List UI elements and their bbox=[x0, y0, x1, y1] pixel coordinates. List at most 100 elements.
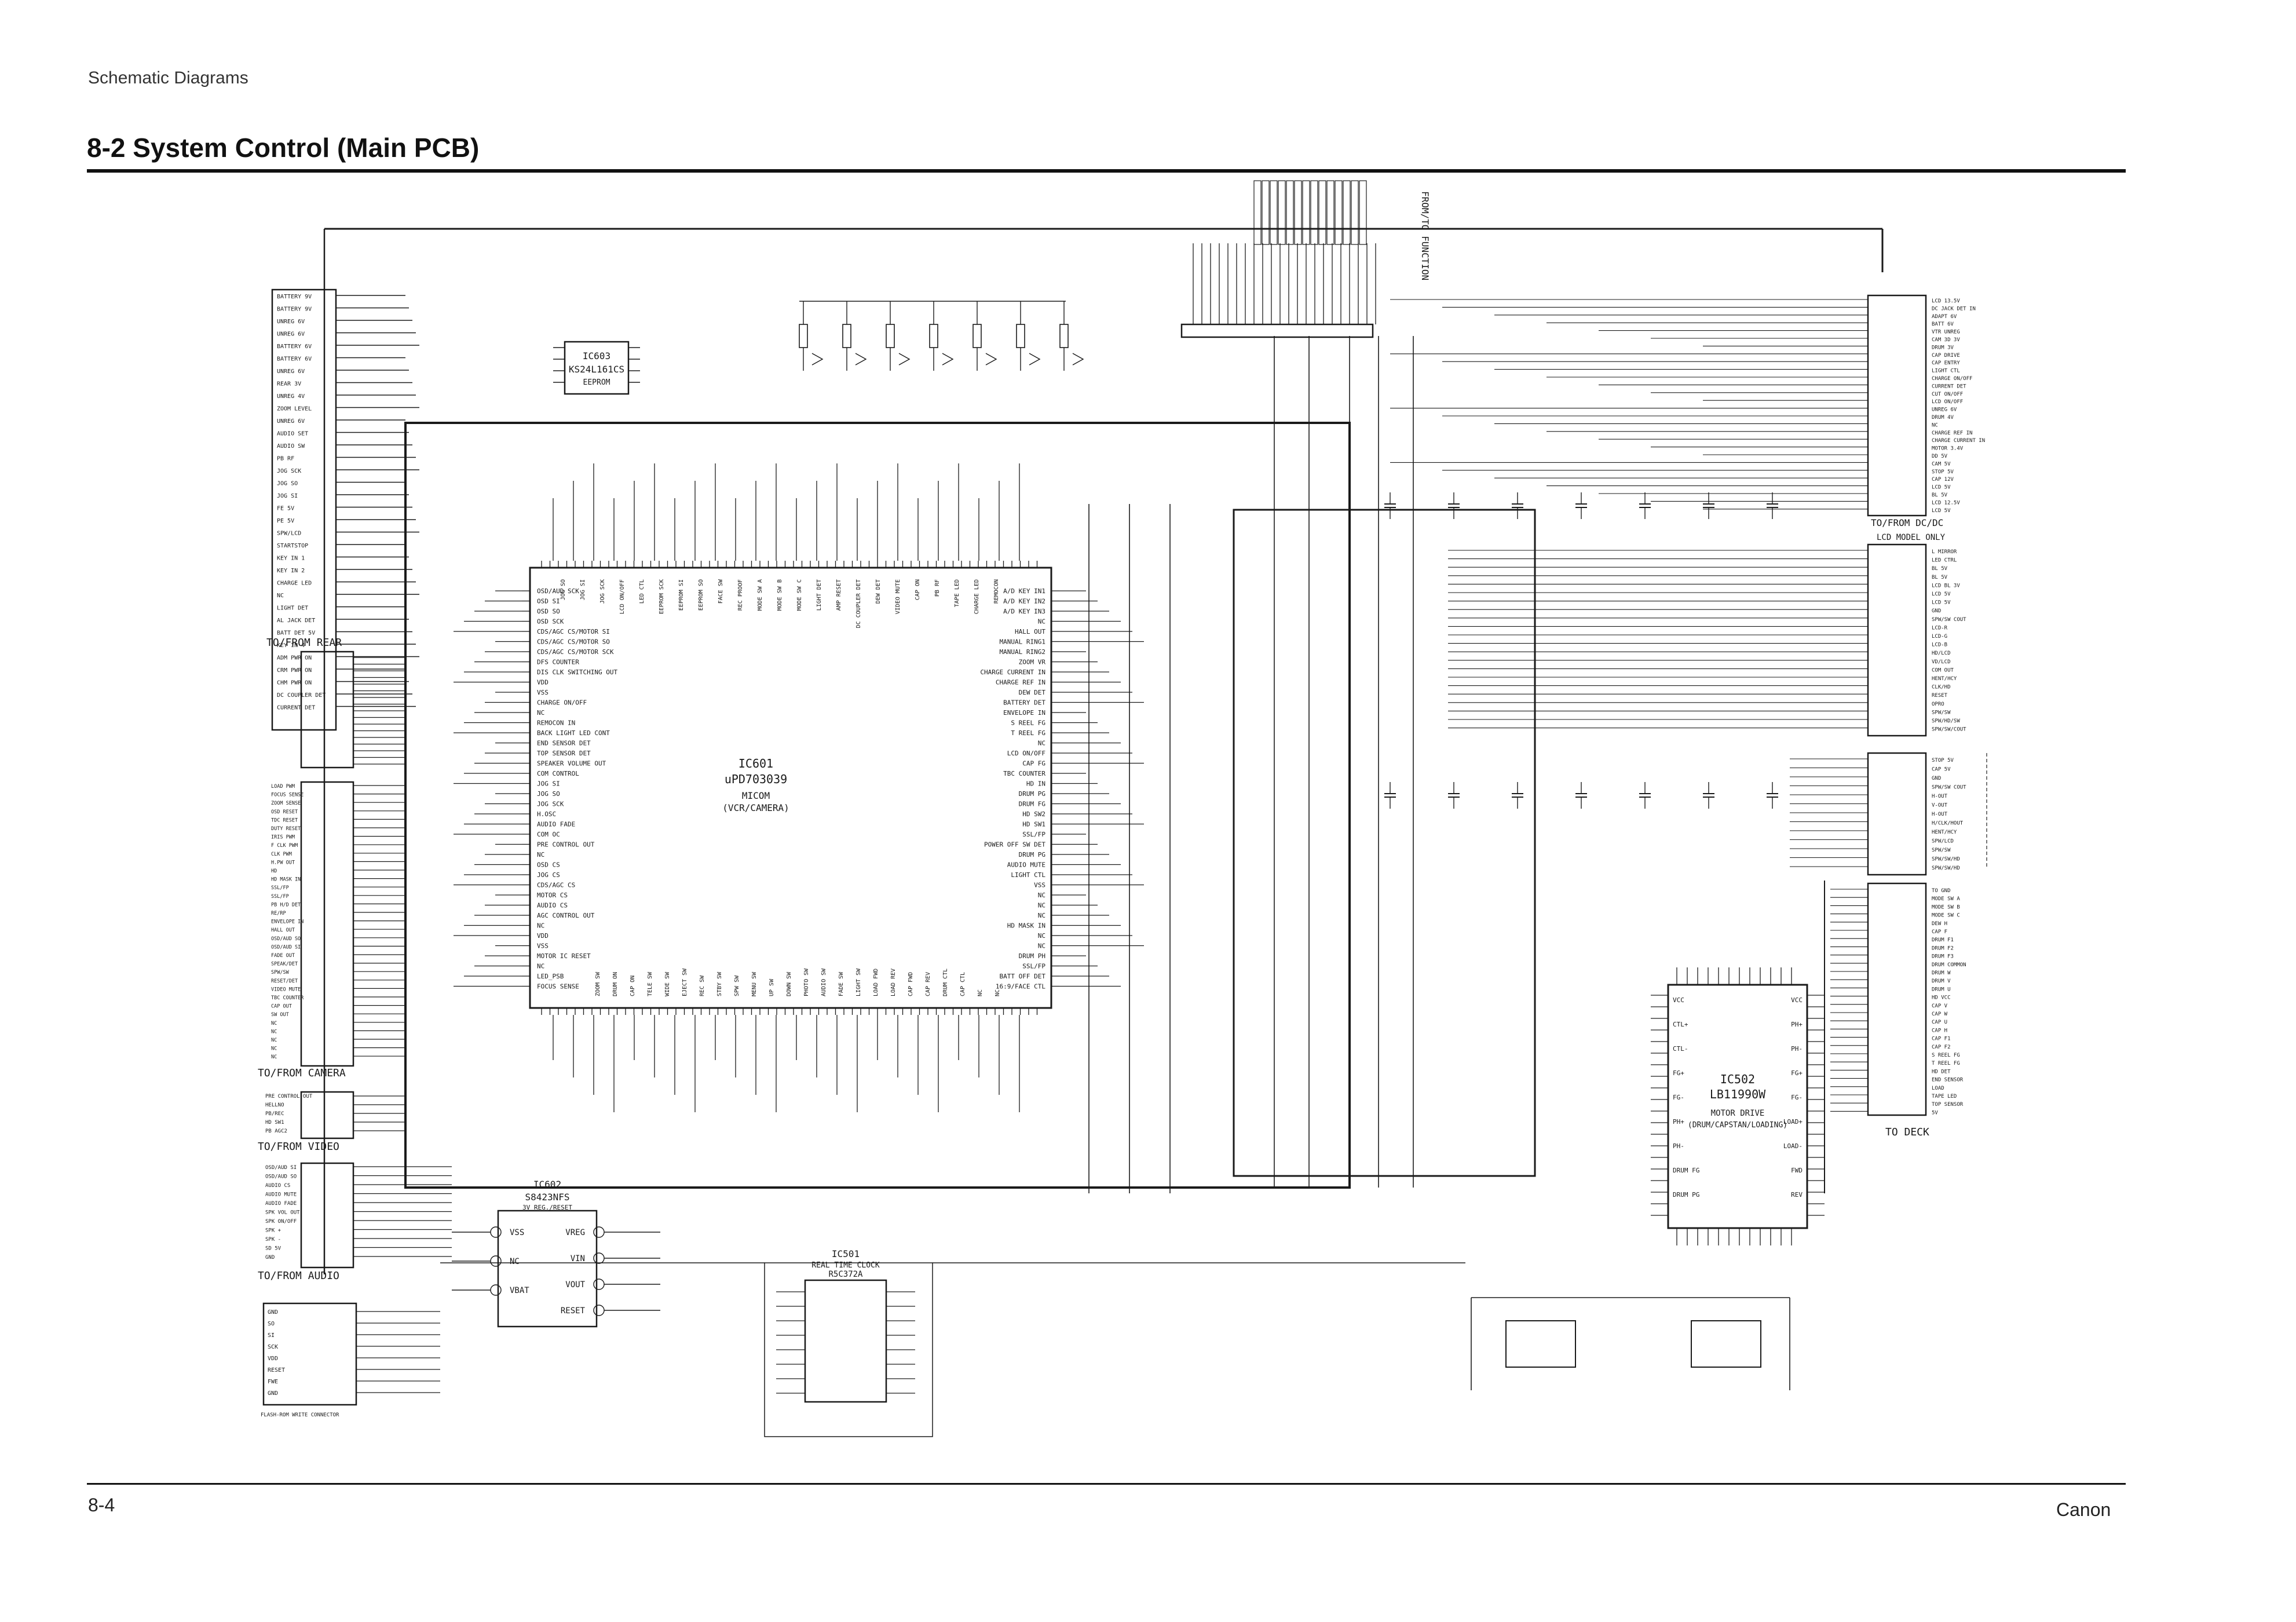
resistor bbox=[929, 324, 938, 348]
ic601-right-pin-name: DEW DET bbox=[1019, 689, 1046, 696]
ic502-right-pin-name: FWD bbox=[1791, 1167, 1803, 1174]
ic502-right-pin-name: PH- bbox=[1791, 1045, 1803, 1053]
ic601-top-pin-name: REC PROOF bbox=[737, 579, 744, 611]
ic601-top-pin-name: JOG SI bbox=[580, 579, 586, 600]
dcdc-signal: CHARGE ON/OFF bbox=[1932, 376, 1972, 382]
dcdc-signal: CUT ON/OFF bbox=[1932, 392, 1963, 397]
ic601-left-pin-name: H.OSC bbox=[537, 810, 556, 818]
function-connector-pin bbox=[1253, 180, 1262, 245]
ic501-role: REAL TIME CLOCK bbox=[811, 1261, 880, 1270]
rear-signal: ADM PWR ON bbox=[277, 655, 312, 662]
ic502-body bbox=[1667, 984, 1808, 1229]
ic601-right-pin-name: A/D KEY IN1 bbox=[1003, 587, 1045, 595]
ic602-pin-name: VSS bbox=[510, 1228, 524, 1237]
connector-rear-block bbox=[271, 288, 337, 731]
function-right-block bbox=[1867, 752, 1927, 876]
video-header-block bbox=[300, 1091, 354, 1139]
video-signal: PB AGC2 bbox=[265, 1128, 287, 1134]
dcdc-signal: LIGHT CTL bbox=[1932, 368, 1960, 374]
dcdc-signal: ADAPT 6V bbox=[1932, 314, 1957, 320]
camera-signal: VIDEO MUTE bbox=[271, 987, 301, 992]
rear-header-block bbox=[300, 651, 354, 769]
ic601-left-pin-name: OSD/AUD SCK bbox=[537, 587, 579, 595]
rear-signal: CRM PWR ON bbox=[277, 667, 312, 674]
dcdc-signal: STOP 5V bbox=[1932, 469, 1954, 475]
video-signal: HELLNO bbox=[265, 1102, 284, 1108]
transistor-symbol bbox=[898, 353, 911, 366]
ic601-left-pin-name: NC bbox=[537, 963, 544, 970]
rear-signal: JOG SI bbox=[277, 493, 298, 499]
camera-signal: IRIS PWM bbox=[271, 835, 295, 841]
ic602-ref: IC602 bbox=[533, 1179, 561, 1190]
ic601-left-pin-name: AUDIO FADE bbox=[537, 821, 575, 828]
rear-signal: REAR 3V bbox=[277, 381, 301, 388]
ic602-pin-name: VOUT bbox=[565, 1280, 585, 1289]
dcdc-signal: LCD 12.5V bbox=[1932, 500, 1960, 506]
audio-signal: SPK - bbox=[265, 1237, 281, 1243]
footer-rule bbox=[87, 1483, 2126, 1485]
ic601-right-pin-name: NC bbox=[1038, 902, 1045, 909]
camera-signal: CLK PWM bbox=[271, 852, 292, 857]
flash-signal: SI bbox=[268, 1332, 275, 1339]
ic601-right-pin-name: HD IN bbox=[1026, 780, 1045, 788]
ic601-top-pin-name: LIGHT DET bbox=[816, 579, 822, 611]
ic601-left-pin-name: NC bbox=[537, 709, 544, 717]
function-connector-pin bbox=[1302, 180, 1310, 245]
video-signal: PRE CONTROL OUT bbox=[265, 1094, 313, 1099]
ic601-right-pin-name: A/D KEY IN3 bbox=[1003, 608, 1045, 615]
function-connector-pin bbox=[1326, 180, 1335, 245]
dcdc-signal: LCD 5V bbox=[1932, 508, 1951, 514]
ic502-desc: (DRUM/CAPSTAN/LOADING) bbox=[1688, 1121, 1787, 1130]
dcdc-signal: BL 5V bbox=[1932, 492, 1948, 498]
camera-signal: OSD/AUD SO bbox=[271, 936, 301, 942]
ic602-body bbox=[497, 1210, 598, 1328]
ic601-left-pin-name: JOG CS bbox=[537, 871, 560, 879]
ic601-left-pin-name: OSD CS bbox=[537, 861, 560, 869]
ic601-left-pin-name: END SENSOR DET bbox=[537, 740, 591, 747]
ic601-right-pin-name: CHARGE REF IN bbox=[996, 679, 1045, 686]
ic601-left-pin-name: OSD SO bbox=[537, 608, 560, 615]
ic601-right-pin-name: BATTERY DET bbox=[1003, 699, 1045, 707]
ic602-pin-marker bbox=[593, 1252, 605, 1264]
ic601-bottom-pin-name: WIDE SW bbox=[664, 971, 671, 996]
transistor-symbol bbox=[811, 353, 824, 366]
flash-rom-connector-block bbox=[262, 1302, 357, 1406]
audio-signal: OSD/AUD SO bbox=[265, 1174, 297, 1180]
ic502-left-pin-name: DRUM PG bbox=[1673, 1191, 1699, 1199]
deck-signal: DRUM V bbox=[1932, 978, 1951, 984]
camera-signal: RESET/DET bbox=[271, 978, 298, 984]
rear-signal: JOG SCK bbox=[277, 468, 301, 474]
ic601-right-pin-name: SSL/FP bbox=[1022, 831, 1045, 838]
ic601-right-pin-name: NC bbox=[1038, 740, 1045, 747]
rear-signal: UNREG 6V bbox=[277, 418, 305, 425]
rear-signal: BATTERY 6V bbox=[277, 344, 312, 350]
ic601-left-pin-name: REMOCON IN bbox=[537, 719, 575, 727]
lcd-connector-block bbox=[1867, 543, 1927, 737]
ic602-pin-name: VIN bbox=[571, 1254, 585, 1263]
ic601-right-pin-name: HD MASK IN bbox=[1007, 922, 1045, 930]
ic601-bottom-pin-name: STBY SW bbox=[716, 971, 723, 996]
function-connector-pins bbox=[1180, 323, 1374, 338]
ic502-left-pin-name: CTL- bbox=[1673, 1045, 1688, 1053]
ic502-right-pin-name: PH+ bbox=[1791, 1021, 1803, 1028]
camera-signal: NC bbox=[271, 1021, 277, 1026]
deck-signal: DRUM F3 bbox=[1932, 954, 1954, 960]
hall-element-block-1 bbox=[1505, 1320, 1576, 1368]
audio-signal: SD 5V bbox=[265, 1246, 281, 1252]
ic601-top-pin-name: REMOCON bbox=[993, 579, 1000, 604]
ic502-right-pin-name: FG- bbox=[1791, 1094, 1803, 1101]
audio-header-block bbox=[300, 1162, 354, 1269]
resistor bbox=[799, 324, 808, 348]
ic601-right-pin-name: MANUAL RING1 bbox=[1000, 638, 1045, 646]
ic601-top-pin-name: EEPROM SO bbox=[698, 579, 704, 611]
deck-signal: T REEL FG bbox=[1932, 1061, 1960, 1066]
rear-signal: ZOOM LEVEL bbox=[277, 406, 312, 412]
ic601-left-pin-name: OSD SI bbox=[537, 598, 560, 605]
function-signal: H-OUT bbox=[1932, 812, 1948, 817]
ic601-top-pin-name: PB RF bbox=[934, 579, 941, 597]
ic602-pin-name: RESET bbox=[561, 1306, 586, 1316]
lcd-signal: RESET bbox=[1932, 693, 1948, 699]
ic601-left-pin-name: VDD bbox=[537, 932, 549, 940]
camera-signal: ZOOM SENSE bbox=[271, 801, 301, 806]
